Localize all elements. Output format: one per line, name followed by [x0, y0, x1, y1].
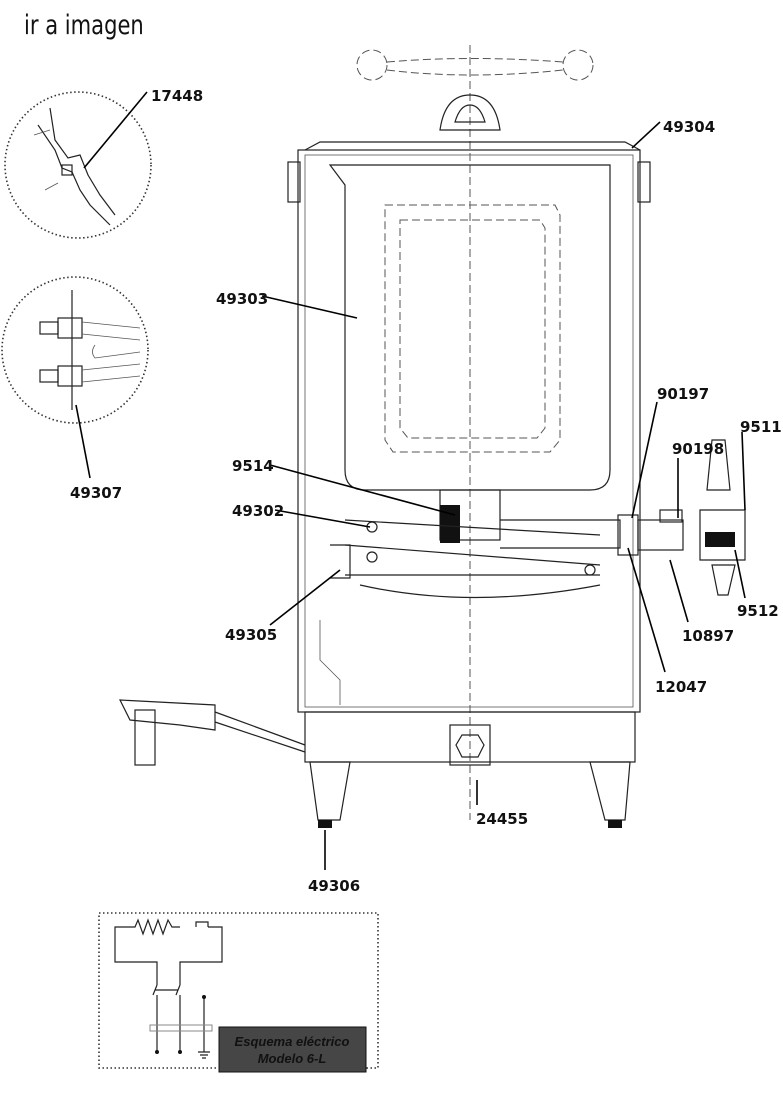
part-label-17448[interactable]: 17448 [151, 87, 203, 105]
part-label-9511[interactable]: 9511 [740, 418, 782, 436]
part-label-49302[interactable]: 49302 [232, 502, 284, 520]
lid-handle [356, 45, 594, 820]
switch-icon [195, 921, 209, 927]
urn-base [304, 711, 636, 828]
tap-assembly [617, 439, 746, 596]
part-label-49307[interactable]: 49307 [70, 484, 122, 502]
resistor-icon [130, 918, 180, 936]
part-label-49303[interactable]: 49303 [216, 290, 268, 308]
urn-body [287, 141, 651, 713]
part-label-49304[interactable]: 49304 [663, 118, 715, 136]
ground-icon [198, 1051, 210, 1059]
power-plug [119, 699, 306, 766]
part-label-90197[interactable]: 90197 [657, 385, 709, 403]
part-label-9514[interactable]: 9514 [232, 457, 274, 475]
part-label-49305[interactable]: 49305 [225, 626, 277, 644]
schematic-model: Modelo 6-L [258, 1051, 327, 1066]
part-label-90198[interactable]: 90198 [672, 440, 724, 458]
back-to-image-link[interactable]: ir a imagen [24, 10, 144, 41]
part-label-12047[interactable]: 12047 [655, 678, 707, 696]
part-label-24455[interactable]: 24455 [476, 810, 528, 828]
part-label-10897[interactable]: 10897 [682, 627, 734, 645]
electrical-schematic: Esquema eléctrico Modelo 6-L [98, 912, 379, 1073]
detail-circle-terminals [1, 276, 149, 424]
part-label-49306[interactable]: 49306 [308, 877, 360, 895]
schematic-title: Esquema eléctrico [235, 1034, 350, 1049]
detail-circle-lid-seal [4, 91, 152, 239]
part-label-9512[interactable]: 9512 [737, 602, 779, 620]
